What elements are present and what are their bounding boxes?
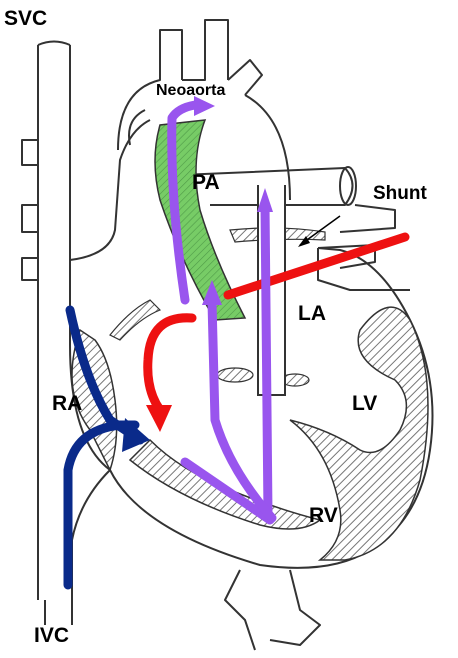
ra-label: RA	[52, 393, 82, 414]
rv-label: RV	[309, 505, 338, 526]
pa-label: PA	[192, 172, 220, 193]
shunt-label: Shunt	[373, 184, 427, 203]
lv-label: LV	[352, 393, 377, 414]
red-arrowhead	[146, 405, 172, 432]
la-label: LA	[298, 303, 326, 324]
purple-arrowhead-aorta	[194, 96, 215, 116]
neoaorta-label: Neoaorta	[156, 83, 225, 99]
svc-label: SVC	[4, 8, 47, 29]
ivc-label: IVC	[34, 625, 69, 646]
